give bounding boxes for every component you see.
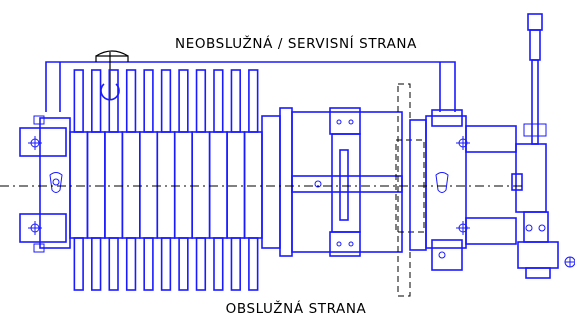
plate-top-handle [213, 69, 224, 133]
plate-bottom-handle [160, 237, 172, 291]
bottom-side-label: OBSLUŽNÁ STRANA [226, 299, 367, 317]
filter-plate [243, 131, 263, 239]
plate-top-handle [160, 69, 172, 133]
plate-bottom-handle [125, 237, 137, 291]
filter-plate [139, 131, 159, 239]
plate-bottom-handle [73, 237, 84, 291]
filter-plate [191, 131, 211, 239]
plate-bottom-handle [91, 237, 102, 291]
filter-plate [208, 131, 228, 239]
filter-plate-pack [69, 131, 263, 239]
plate-top-handle [143, 69, 154, 133]
press-ram [291, 107, 403, 257]
plate-bottom-handle [195, 237, 207, 291]
plate-top-handle [195, 69, 207, 133]
bottom-fins [73, 237, 259, 291]
top-fins [73, 69, 259, 133]
filter-plate [86, 131, 106, 239]
hydraulic-unit [511, 143, 575, 279]
plate-bottom-handle [230, 237, 241, 291]
plate-bottom-handle [213, 237, 224, 291]
plate-top-handle [230, 69, 241, 133]
plate-top-handle [178, 69, 189, 133]
filter-plate [121, 131, 141, 239]
plate-bottom-handle [248, 237, 259, 291]
plate-top-handle [125, 69, 137, 133]
filter-plate [226, 131, 246, 239]
top-side-label: NEOBSLUŽNÁ / SERVISNÍ STRANA [175, 34, 417, 52]
plate-top-handle [248, 69, 259, 133]
plate-bottom-handle [178, 237, 189, 291]
filter-plate [156, 131, 176, 239]
plate-bottom-handle [108, 237, 119, 291]
pump-lever [523, 13, 547, 145]
left-head [19, 115, 71, 253]
filter-plate [104, 131, 124, 239]
filter-plate [173, 131, 193, 239]
plate-bottom-handle [143, 237, 154, 291]
plate-top-handle [91, 69, 102, 133]
right-head [409, 109, 517, 271]
filter-plate [69, 131, 89, 239]
top-frame [45, 61, 456, 112]
plate-top-handle [73, 69, 84, 133]
